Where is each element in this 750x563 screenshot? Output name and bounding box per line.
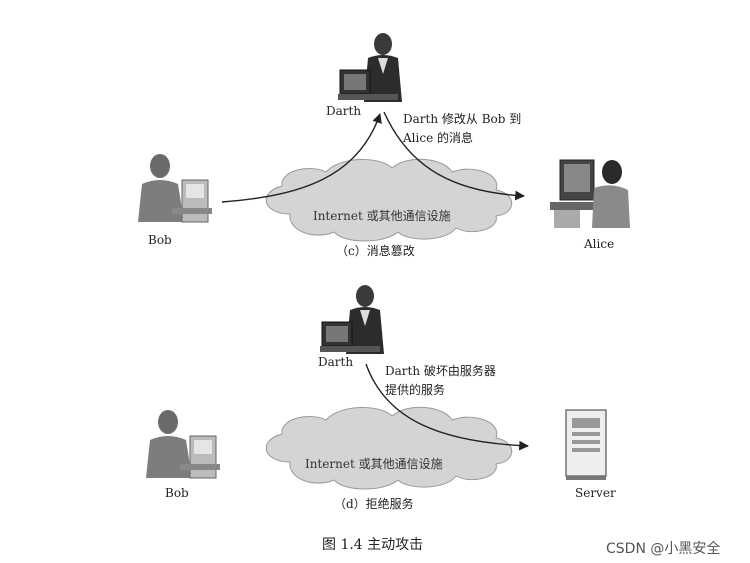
darth-to-alice-arrow: [383, 111, 525, 201]
network-cloud-c: [265, 158, 513, 242]
darth-note: Darth 修改从 Bob 到 Alice 的消息: [403, 110, 563, 148]
darth-icon: [320, 285, 384, 354]
darth-icon: [338, 33, 402, 102]
panel-caption: （c）消息篡改: [336, 244, 415, 258]
bob-icon: [138, 154, 212, 223]
darth-note-line: Darth 破坏由服务器: [385, 364, 496, 378]
darth-note-line: Alice 的消息: [403, 131, 473, 145]
panel-caption: （d）拒绝服务: [334, 497, 414, 511]
cloud-label: Internet 或其他通信设施: [305, 457, 443, 471]
network-cloud-d: [265, 406, 513, 490]
darth-note-line: 提供的服务: [385, 383, 446, 397]
darth-note-line: Darth 修改从 Bob 到: [403, 112, 522, 126]
bob-label: Bob: [165, 486, 189, 500]
figure-caption: 图 1.4 主动攻击: [322, 537, 424, 553]
bob-to-darth-arrow: [221, 113, 382, 203]
darth-note: Darth 破坏由服务器 提供的服务: [385, 362, 545, 400]
server-label: Server: [575, 486, 616, 500]
bob-icon: [146, 410, 220, 479]
darth-to-server-arrow: [365, 363, 529, 451]
bob-label: Bob: [148, 233, 172, 247]
cloud-label: Internet 或其他通信设施: [313, 209, 451, 223]
darth-label: Darth: [318, 355, 354, 369]
darth-label: Darth: [326, 104, 362, 118]
watermark: CSDN @小黑安全: [606, 541, 721, 557]
server-icon: [565, 409, 607, 480]
alice-label: Alice: [584, 237, 615, 251]
alice-icon: [550, 159, 630, 228]
